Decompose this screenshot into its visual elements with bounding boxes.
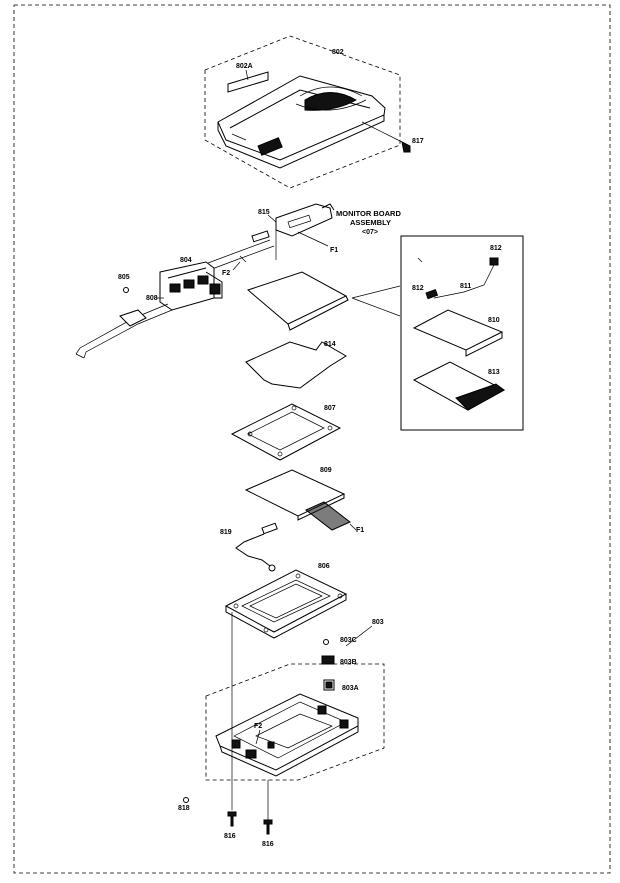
- label-802a: 802A: [236, 63, 253, 70]
- label-813: 813: [488, 369, 500, 376]
- label-808: 808: [146, 295, 158, 302]
- part-803c-screw: [323, 639, 329, 645]
- label-f1-top: F1: [330, 247, 338, 254]
- part-807-frame: [230, 403, 342, 461]
- part-816-screw-right: [263, 819, 273, 835]
- part-814-sheet: [245, 341, 347, 389]
- part-809-lcd-panel: [244, 469, 357, 531]
- label-f2-bottom: F2: [254, 723, 262, 730]
- label-816-left: 816: [224, 833, 236, 840]
- label-803c: 803C: [340, 637, 357, 644]
- label-812-lower: 812: [412, 285, 424, 292]
- part-816-screw-left: [227, 811, 237, 827]
- label-807: 807: [324, 405, 336, 412]
- part-813-inset-panel: [412, 361, 506, 411]
- part-804-connector-block: [159, 261, 223, 311]
- label-811: 811: [460, 283, 471, 290]
- label-817: 817: [412, 138, 424, 145]
- label-810: 810: [488, 317, 500, 324]
- page-border: [13, 4, 611, 874]
- part-803-outline: [205, 663, 385, 781]
- label-816-right: 816: [262, 841, 274, 848]
- label-814: 814: [324, 341, 336, 348]
- label-818: 818: [178, 805, 190, 812]
- label-815: 815: [258, 209, 270, 216]
- part-818-washer: [183, 797, 189, 803]
- part-810-inset-panel: [412, 309, 504, 357]
- part-812-lower-connector: [425, 288, 439, 300]
- flex-cable-lower: [75, 303, 173, 359]
- part-805-washer: [123, 287, 129, 293]
- label-819: 819: [220, 529, 232, 536]
- part-817-screw: [361, 121, 411, 153]
- monitor-board-assembly: [275, 203, 335, 247]
- label-806: 806: [318, 563, 330, 570]
- inset-detail-box: [400, 235, 524, 431]
- label-812-upper: 812: [490, 245, 502, 252]
- part-819-cable: [235, 522, 278, 572]
- label-monitor-ref: <07>: [362, 229, 378, 236]
- label-802: 802: [332, 49, 344, 56]
- part-802-top-cover: [204, 35, 401, 189]
- flex-cable-upper: [199, 230, 275, 273]
- part-803b-clip: [321, 655, 335, 665]
- label-f2-top: F2: [222, 270, 230, 277]
- part-803a-latch: [323, 679, 335, 691]
- part-810-panel: [247, 271, 349, 331]
- label-monitor-board: MONITOR BOARD: [336, 209, 401, 218]
- label-f1-mid: F1: [356, 527, 364, 534]
- label-804: 804: [180, 257, 192, 264]
- label-803a: 803A: [342, 685, 359, 692]
- part-812-upper-connector: [433, 257, 499, 299]
- label-803b: 803B: [340, 659, 357, 666]
- part-806-bracket: [224, 569, 348, 639]
- label-803: 803: [372, 619, 384, 626]
- label-monitor-assembly: ASSEMBLY: [350, 218, 391, 227]
- label-809: 809: [320, 467, 332, 474]
- part-802a-label-plate: [227, 71, 269, 93]
- part-803-bottom-case: [215, 693, 359, 777]
- label-805: 805: [118, 274, 130, 281]
